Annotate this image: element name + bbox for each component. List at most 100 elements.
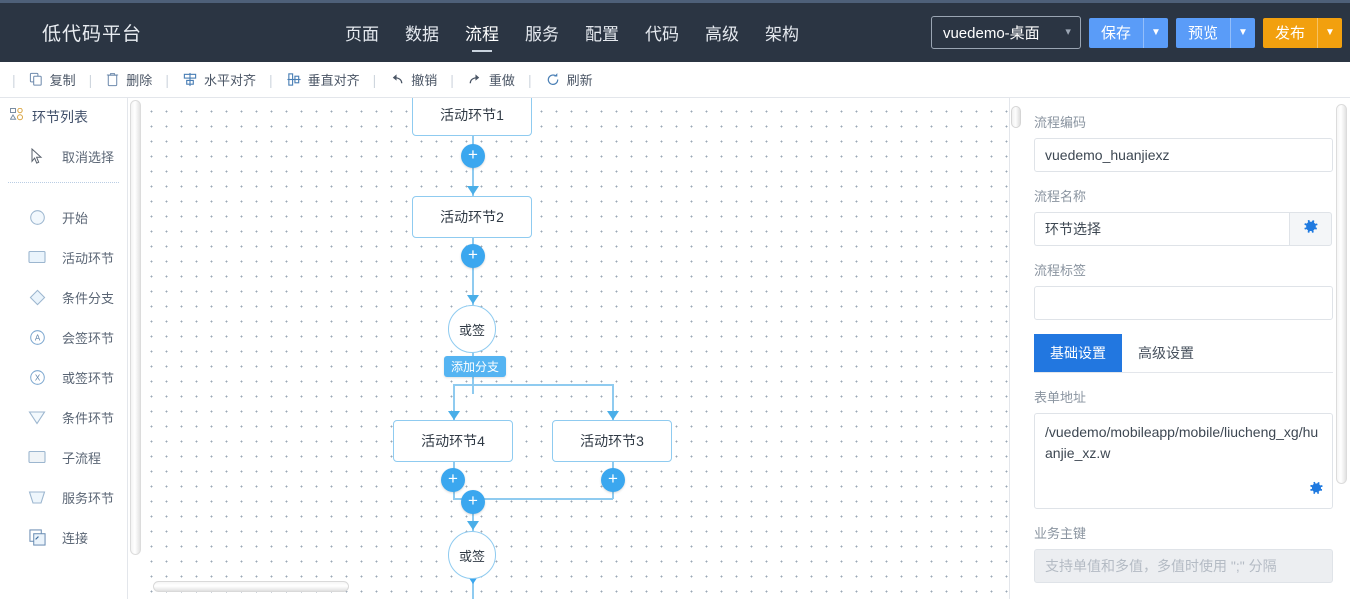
canvas-horizontal-scrollbar[interactable]	[153, 581, 349, 592]
flow-node-orsign-2[interactable]: 或签	[448, 531, 496, 579]
edge-merge-bar	[453, 498, 613, 500]
sidebar-item-activity[interactable]: 活动环节	[0, 237, 127, 277]
align-horizontal-icon	[182, 72, 198, 87]
flow-node-activity-4[interactable]: 活动环节4	[393, 420, 513, 462]
plus-button-n2-n3[interactable]: +	[461, 244, 485, 268]
sidebar-item-start-label: 开始	[62, 210, 89, 226]
toolbar-copy-button[interactable]: 复制	[22, 67, 83, 93]
tab-advanced-settings[interactable]: 高级设置	[1138, 345, 1194, 361]
toolbar-divider: |	[12, 71, 16, 88]
sidebar-item-connection[interactable]: 连接	[0, 517, 127, 557]
flow-canvas[interactable]: + + 添加分支 + + + 活动环节1 活动环节2 或签 活动环节4 活动	[141, 98, 1009, 599]
plus-button-n4-out[interactable]: +	[441, 468, 465, 492]
properties-panel-vertical-scrollbar[interactable]	[1336, 104, 1347, 484]
link-icon	[28, 528, 46, 546]
sidebar-item-orsign[interactable]: X 或签环节	[0, 357, 127, 397]
toolbar-delete-button[interactable]: 删除	[98, 67, 159, 93]
tab-basic-settings[interactable]: 基础设置	[1034, 334, 1122, 372]
sidebar-item-countersign[interactable]: A 会签环节	[0, 317, 127, 357]
edge-merge-n6	[472, 498, 474, 531]
sidebar-divider	[8, 182, 119, 183]
nav-item-pages[interactable]: 页面	[345, 25, 380, 44]
toolbar-align-horizontal-button[interactable]: 水平对齐	[175, 67, 263, 93]
field-form-url-label: 表单地址	[1034, 390, 1087, 405]
plus-button-merge[interactable]: +	[461, 490, 485, 514]
rectangle-icon	[28, 248, 46, 266]
toolbar-divider: |	[268, 71, 273, 88]
sidebar-item-service-node[interactable]: 服务环节	[0, 477, 127, 517]
field-flow-name: 流程名称 环节选择	[1034, 186, 1332, 246]
node-palette-sidebar: 环节列表 取消选择 开始 活动环节	[0, 98, 128, 599]
toolbar-divider: |	[88, 71, 93, 88]
business-key-input[interactable]: 支持单值和多值，多值时使用 ";" 分隔	[1034, 549, 1333, 583]
field-flow-code-label: 流程编码	[1034, 115, 1087, 130]
preview-dropdown-caret-down-icon[interactable]: ▼	[1229, 17, 1255, 48]
app-brand: 低代码平台	[42, 24, 143, 45]
toolbar-redo-button[interactable]: 重做	[460, 67, 522, 93]
redo-icon	[467, 72, 483, 87]
sidebar-item-cancel-select-label: 取消选择	[62, 149, 115, 165]
toolbar-delete-label: 删除	[126, 73, 153, 88]
plus-button-n1-n2[interactable]: +	[461, 144, 485, 168]
nav-item-config[interactable]: 配置	[585, 25, 620, 44]
publish-dropdown-caret-down-icon[interactable]: ▼	[1317, 17, 1342, 48]
trapezoid-icon	[28, 488, 46, 506]
flow-node-orsign-1[interactable]: 或签	[448, 305, 496, 353]
field-flow-tag: 流程标签	[1034, 260, 1333, 320]
refresh-icon	[545, 72, 561, 87]
diamond-icon	[28, 288, 46, 306]
gear-icon	[1308, 481, 1324, 499]
header-actions: vuedemo-桌面 ▾ 保存 ▼ 预览 ▼ 发布 ▼	[930, 3, 1342, 62]
form-url-textarea[interactable]: /vuedemo/mobileapp/mobile/liucheng_xg/hu…	[1034, 413, 1333, 509]
sidebar-item-activity-label: 活动环节	[62, 250, 115, 266]
circle-x-icon: X	[28, 368, 46, 386]
flow-tag-input[interactable]	[1034, 286, 1333, 320]
project-select[interactable]: vuedemo-桌面 ▾	[930, 16, 1081, 49]
toolbar-divider: |	[527, 71, 532, 88]
flow-name-gear-button[interactable]	[1289, 212, 1332, 246]
edge-split-to-n5	[612, 384, 614, 420]
edge-n6-next	[472, 579, 474, 599]
nav-item-service[interactable]: 服务	[525, 25, 560, 44]
sidebar-item-condition-node[interactable]: 条件环节	[0, 397, 127, 437]
sidebar-item-subprocess[interactable]: 子流程	[0, 437, 127, 477]
form-url-value: /vuedemo/mobileapp/mobile/liucheng_xg/hu…	[1045, 424, 1319, 461]
toolbar-align-horizontal-label: 水平对齐	[203, 73, 256, 88]
publish-button[interactable]: 发布	[1262, 17, 1317, 48]
toolbar-copy-label: 复制	[49, 73, 76, 88]
flow-node-activity-3[interactable]: 活动环节3	[552, 420, 672, 462]
sidebar-item-condition-node-label: 条件环节	[62, 410, 115, 426]
edge-merge-arrowhead-icon	[467, 521, 479, 530]
copy-icon	[29, 72, 44, 87]
edge-split-n5-arrowhead-icon	[607, 411, 619, 420]
toolbar-divider: |	[165, 71, 169, 88]
gear-icon	[1302, 218, 1319, 240]
sidebar-item-cancel-select[interactable]: 取消选择	[0, 136, 127, 176]
toolbar-refresh-label: 刷新	[566, 73, 593, 88]
flow-node-activity-2[interactable]: 活动环节2	[412, 196, 532, 238]
plus-button-n5-out[interactable]: +	[601, 468, 625, 492]
toolbar-divider: |	[450, 71, 454, 88]
sidebar-item-condition-branch[interactable]: 条件分支	[0, 277, 127, 317]
toolbar-refresh-button[interactable]: 刷新	[538, 67, 600, 93]
nav-item-flow[interactable]: 流程	[452, 3, 512, 62]
sidebar-vertical-scrollbar[interactable]	[130, 100, 141, 555]
flow-node-activity-1[interactable]: 活动环节1	[412, 98, 532, 136]
properties-panel-scroll-thumb-top[interactable]	[1011, 106, 1021, 128]
form-url-gear-button[interactable]	[1308, 480, 1324, 502]
properties-panel: 流程编码 vuedemo_huanjiexz 流程名称 环节选择 流程标签 基础…	[1009, 98, 1350, 599]
add-branch-button[interactable]: 添加分支	[444, 356, 507, 377]
save-button[interactable]: 保存	[1088, 17, 1143, 48]
toolbar-align-vertical-button[interactable]: 垂直对齐	[279, 67, 367, 93]
flow-name-input[interactable]: 环节选择	[1034, 212, 1290, 246]
nav-item-data[interactable]: 数据	[405, 25, 440, 44]
toolbar-undo-button[interactable]: 撤销	[382, 67, 444, 93]
nav-item-code[interactable]: 代码	[645, 25, 680, 44]
sidebar-item-start[interactable]: 开始	[0, 197, 127, 237]
circle-icon	[28, 208, 46, 226]
nav-item-advanced[interactable]: 高级	[705, 25, 740, 44]
nav-item-architecture[interactable]: 架构	[765, 25, 800, 44]
save-dropdown-caret-down-icon[interactable]: ▼	[1142, 17, 1168, 48]
preview-button[interactable]: 预览	[1175, 17, 1230, 48]
flow-code-input[interactable]: vuedemo_huanjiexz	[1034, 138, 1333, 172]
